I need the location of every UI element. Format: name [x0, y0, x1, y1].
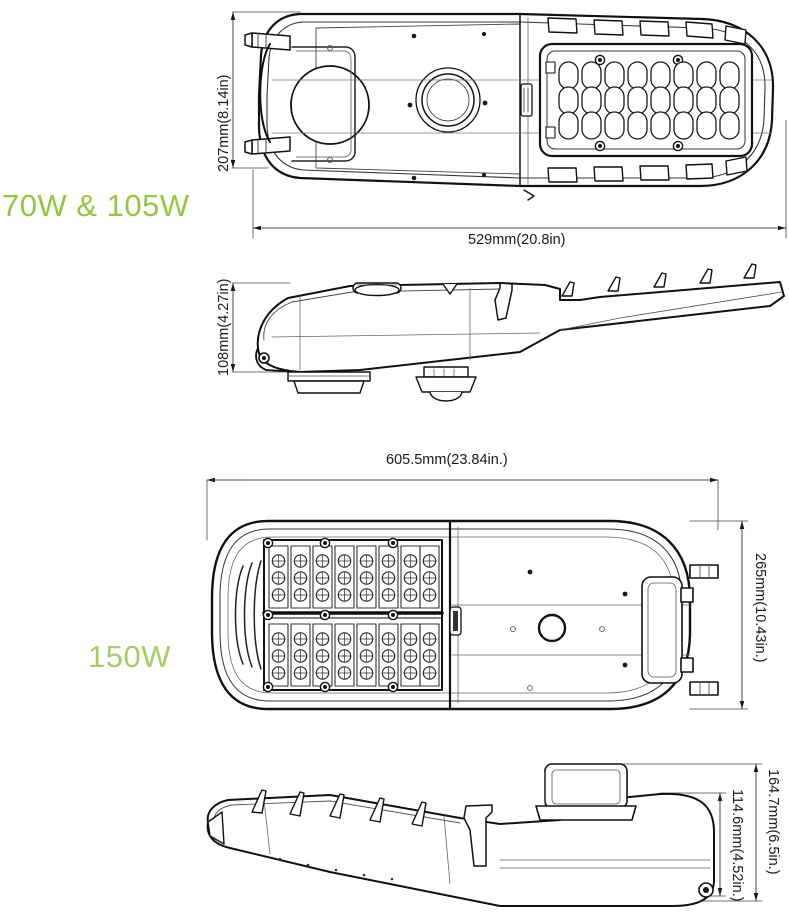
- dimension-text-605-5mm: 605.5mm(23.84in.): [386, 452, 508, 468]
- dimension-text-114-6mm: 114.6mm(4.52in.): [729, 789, 745, 902]
- dimension-text-207mm: 207mm(8.14in): [216, 74, 232, 172]
- dimension-lines-group-2: [206, 477, 763, 902]
- dimension-text-164-7mm: 164.7mm(6.5in.): [765, 769, 781, 875]
- wattage-label-70w-105w: 70W & 105W: [2, 188, 190, 223]
- view-150w-side: [206, 763, 715, 907]
- wattage-label-150w: 150W: [88, 639, 171, 674]
- view-150w-top: [210, 519, 719, 711]
- view-70w-105w-top: [244, 12, 775, 201]
- view-70w-105w-side: [255, 263, 785, 402]
- dimension-text-529mm: 529mm(20.8in): [468, 232, 566, 248]
- led-array-150w-module-a: [268, 545, 440, 609]
- dimension-text-108mm: 108mm(4.27in): [216, 278, 232, 376]
- dimension-lines-group-1: [230, 11, 787, 373]
- dimension-text-265mm: 265mm(10.43in.): [752, 553, 768, 663]
- led-array-150w-module-b: [268, 623, 440, 687]
